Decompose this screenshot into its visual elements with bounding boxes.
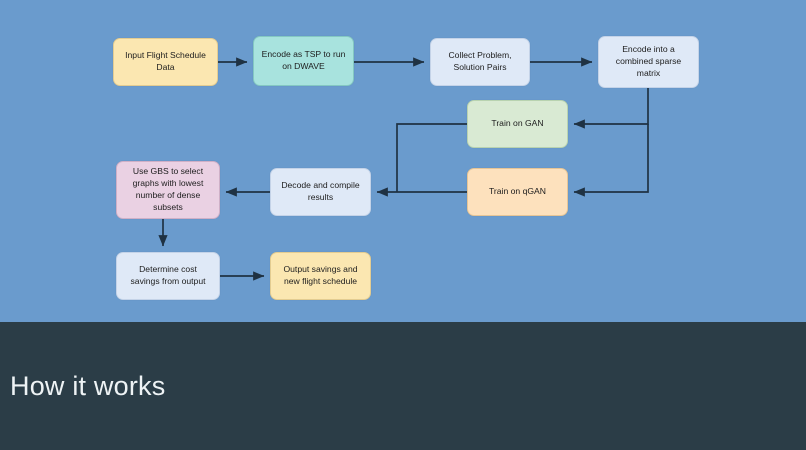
node-train-on-gan[interactable]: Train on GAN [467, 100, 568, 148]
node-label: Train on qGAN [489, 186, 546, 197]
node-label: Determine cost savings from output [130, 264, 206, 286]
node-label: Decode and compile results [281, 180, 360, 202]
connector-layer [158, 57, 649, 281]
node-label: Collect Problem, Solution Pairs [448, 50, 512, 72]
page-title: How it works [10, 371, 166, 401]
node-label: Use GBS to select graphs with lowest num… [132, 166, 204, 212]
edge-matrix-to-qgan [573, 124, 649, 197]
node-encode-as-tsp[interactable]: Encode as TSP to run on DWAVE [253, 36, 354, 86]
node-label: Encode into a combined sparse matrix [615, 44, 682, 78]
node-label: Input Flight Schedule Data [125, 50, 206, 72]
node-collect-problem-solution-pairs[interactable]: Collect Problem, Solution Pairs [430, 38, 530, 86]
node-output-savings-and-schedule[interactable]: Output savings and new flight schedule [270, 252, 371, 300]
edge-gan-to-decode [396, 123, 467, 192]
node-decode-and-compile-results[interactable]: Decode and compile results [270, 168, 371, 216]
node-encode-into-sparse-matrix[interactable]: Encode into a combined sparse matrix [598, 36, 699, 88]
node-train-on-qgan[interactable]: Train on qGAN [467, 168, 568, 216]
node-label: Encode as TSP to run on DWAVE [261, 49, 346, 71]
node-determine-cost-savings[interactable]: Determine cost savings from output [116, 252, 220, 300]
node-input-flight-schedule-data[interactable]: Input Flight Schedule Data [113, 38, 218, 86]
slide-footer-band: How it works [0, 322, 806, 450]
edge-matrix-to-gan [573, 88, 649, 129]
node-label: Output savings and new flight schedule [283, 264, 358, 286]
node-label: Train on GAN [491, 118, 544, 129]
flowchart-canvas: Input Flight Schedule Data Encode as TSP… [113, 36, 699, 300]
node-use-gbs-to-select-graphs[interactable]: Use GBS to select graphs with lowest num… [116, 161, 220, 219]
